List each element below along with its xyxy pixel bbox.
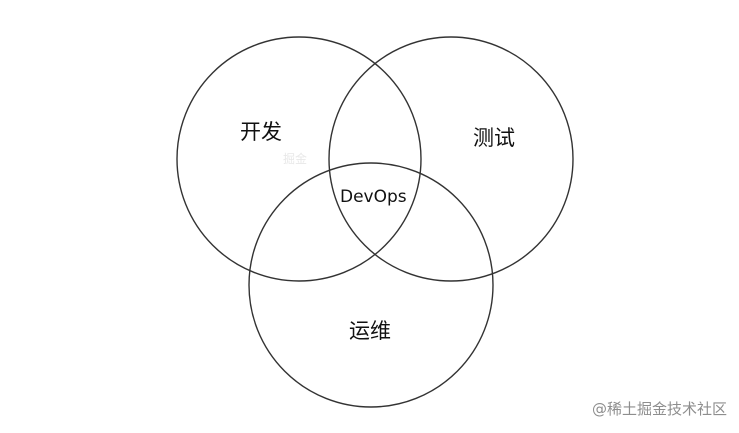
- circle-test: [328, 36, 574, 282]
- circle-ops: [248, 162, 494, 408]
- circle-label-dev: 开发: [240, 120, 282, 144]
- faint-watermark-text: 掘金: [283, 152, 308, 166]
- watermark: @稀土掘金技术社区: [591, 400, 727, 418]
- circle-label-ops: 运维: [349, 319, 391, 343]
- circle-label-test: 测试: [473, 126, 515, 150]
- intersection-label: DevOps: [340, 187, 407, 207]
- circle-dev: [176, 36, 422, 282]
